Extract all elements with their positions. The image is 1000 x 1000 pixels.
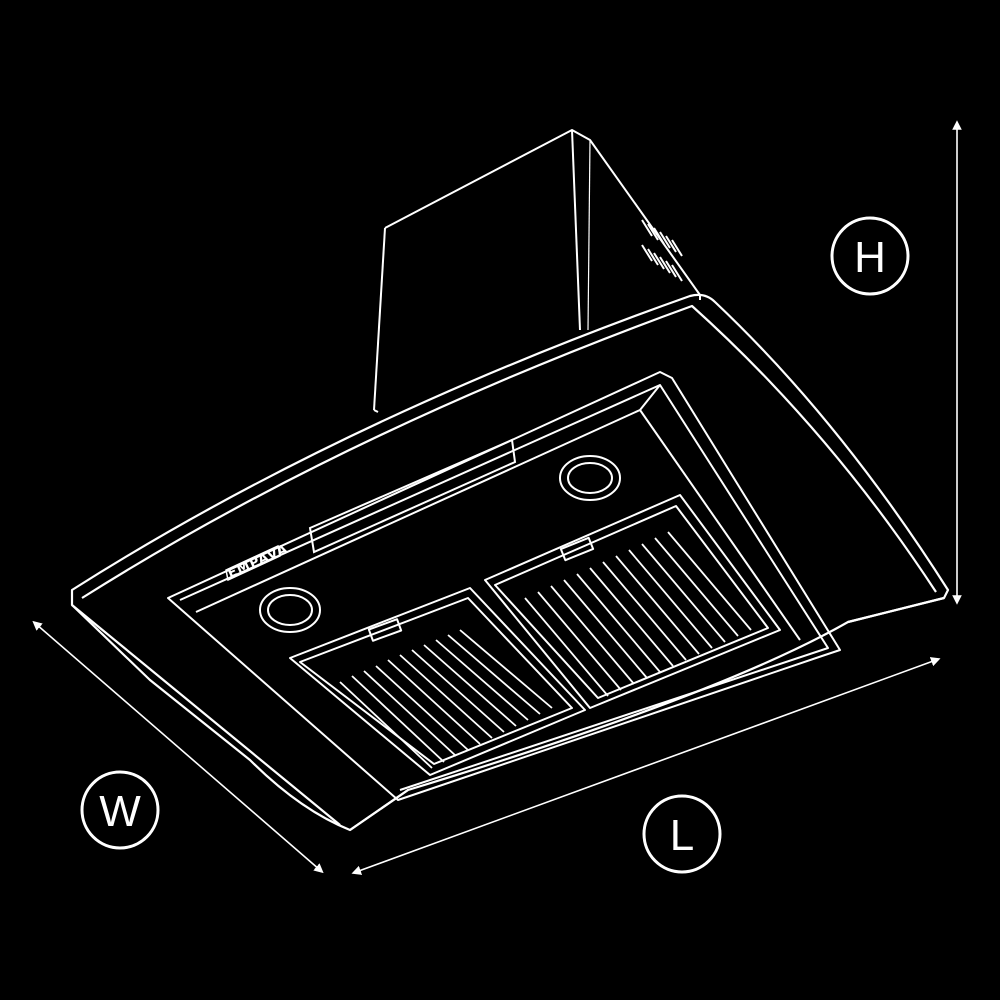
- length-label: L: [670, 811, 694, 860]
- right-filter-handle: [559, 536, 595, 562]
- height-label-badge: H: [830, 216, 910, 296]
- left-light: [259, 587, 321, 633]
- width-label-badge: W: [80, 770, 160, 850]
- chimney-vent-slots: [641, 219, 683, 282]
- right-light: [559, 455, 621, 501]
- length-label-badge: L: [642, 794, 722, 874]
- brand-badge: EMPAVA: [225, 542, 291, 582]
- length-dimension-line: [351, 657, 941, 875]
- left-filter-slats: [339, 629, 553, 769]
- left-filter-handle: [367, 618, 403, 642]
- width-label: W: [99, 787, 141, 836]
- control-strip: [308, 438, 517, 554]
- chimney: [373, 129, 701, 413]
- width-dimension-line: [32, 620, 324, 874]
- canopy: [70, 293, 950, 832]
- brand-text: EMPAVA: [226, 542, 291, 582]
- height-label: H: [854, 233, 886, 282]
